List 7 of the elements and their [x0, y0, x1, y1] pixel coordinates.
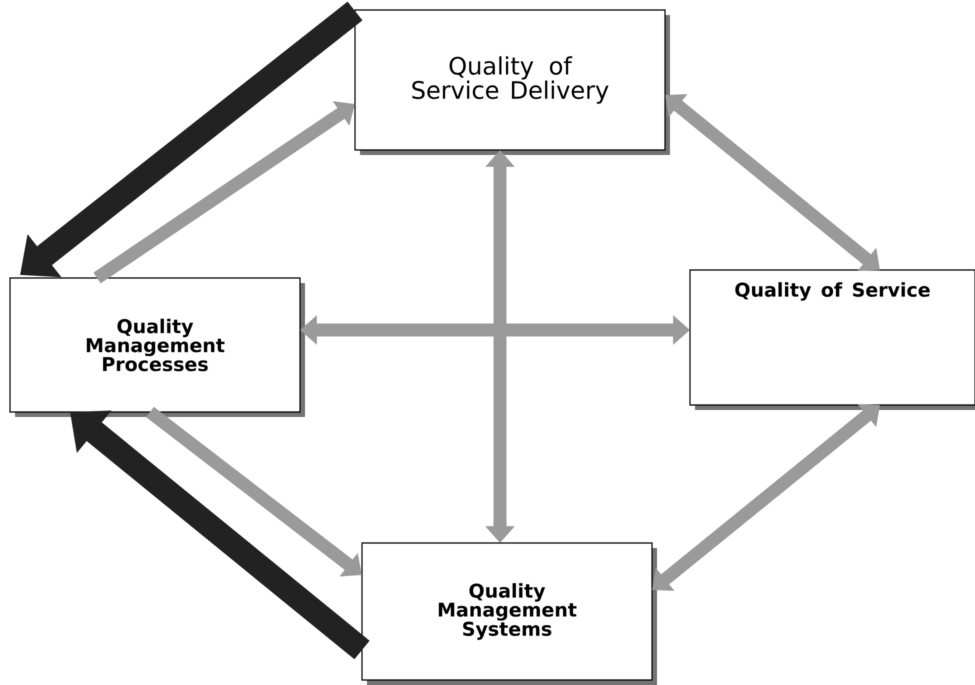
block-arrow: [665, 94, 880, 271]
process-box: Quality of Service: [689, 269, 975, 410]
block-arrow: [146, 406, 362, 576]
block-arrow: [652, 404, 880, 591]
process-box: Quality of Service Delivery: [354, 9, 670, 155]
process-box: Quality Management Processes: [9, 277, 305, 417]
process-box: Quality Management Systems: [361, 542, 657, 685]
